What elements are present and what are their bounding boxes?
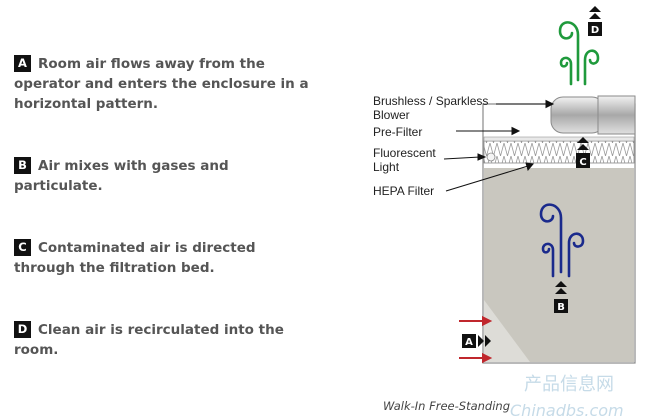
marker-c-label: C xyxy=(579,157,586,168)
step-c-text: Contaminated air is directed through the… xyxy=(14,240,256,276)
pre-filter xyxy=(483,140,635,164)
blower-housing xyxy=(597,95,636,135)
fluorescent-light xyxy=(486,152,496,162)
room-air-arrows xyxy=(459,315,493,364)
contaminated-air-flow-icon xyxy=(539,203,585,278)
step-a-badge: A xyxy=(14,55,31,72)
light-label-line2: Light xyxy=(373,160,400,174)
watermark-line2: Chinadbs.com xyxy=(510,401,624,418)
blower-label-line1: Brushless / Sparkless xyxy=(373,94,488,108)
step-b-badge: B xyxy=(14,157,31,174)
marker-b: B xyxy=(554,281,568,313)
marker-d-label: D xyxy=(591,25,599,36)
clean-air-flow-icon xyxy=(558,21,600,86)
hepa-label: HEPA Filter xyxy=(373,184,434,198)
diagram-caption: Walk-In Free-Standing xyxy=(383,399,510,413)
light-label-line1: Fluorescent xyxy=(373,146,436,160)
marker-d: D xyxy=(588,6,602,36)
intake-opening xyxy=(484,300,530,362)
step-d-badge: D xyxy=(14,321,31,338)
enclosure-chamber xyxy=(484,168,634,362)
prefilter-label: Pre-Filter xyxy=(373,125,422,139)
step-a-text: Room air flows away from the operator an… xyxy=(14,56,309,112)
watermark-line1: 产品信息网 xyxy=(524,374,614,395)
blower xyxy=(550,96,605,134)
blower-label-line2: Blower xyxy=(373,108,410,122)
marker-a-label: A xyxy=(465,337,473,348)
marker-c: C xyxy=(576,137,590,168)
hepa-filter xyxy=(483,136,635,142)
leader-lines xyxy=(443,99,555,192)
step-c-badge: C xyxy=(14,239,31,256)
step-d-text: Clean air is recirculated into the room. xyxy=(14,322,284,358)
marker-a: A xyxy=(462,334,491,348)
step-b-text: Air mixes with gases and particulate. xyxy=(14,158,229,194)
marker-b-label: B xyxy=(557,302,565,313)
